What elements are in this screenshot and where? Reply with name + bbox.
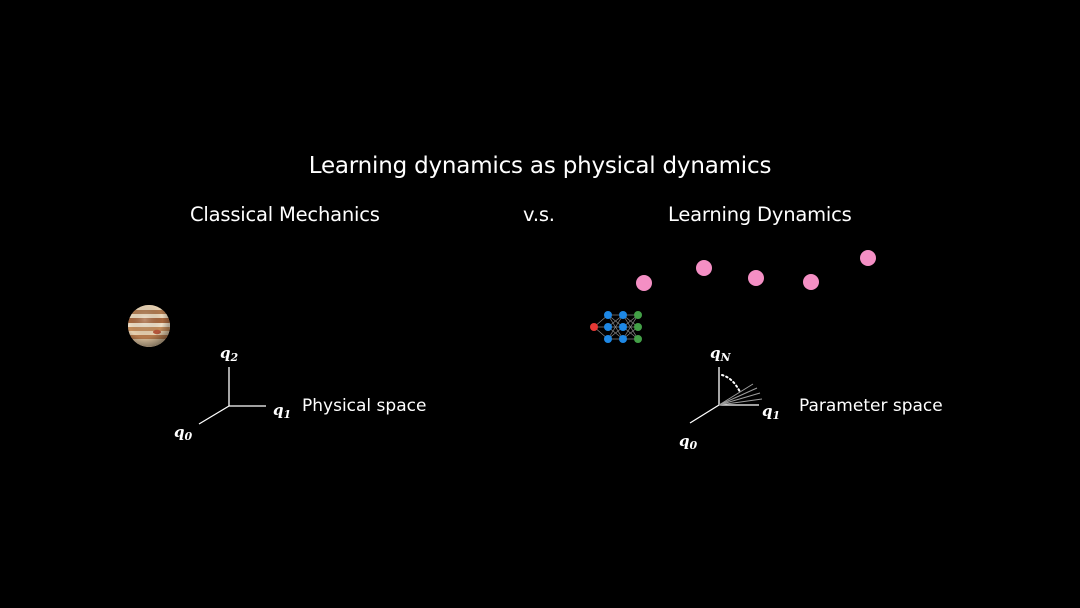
trajectory-dot (748, 270, 764, 286)
axis-label-q1-param: q1 (762, 402, 781, 422)
parameter-space-label: Parameter space (799, 396, 943, 416)
parameter-space-axes (689, 367, 763, 424)
trajectory-dot (860, 250, 876, 266)
slide-title: Learning dynamics as physical dynamics (308, 153, 772, 179)
trajectory-dot (803, 274, 819, 290)
heading-vs: v.s. (523, 203, 555, 226)
heading-learning-dynamics: Learning Dynamics (668, 203, 852, 226)
neural-network-icon (590, 311, 642, 343)
physical-space-label: Physical space (302, 396, 427, 416)
heading-classical-mechanics: Classical Mechanics (190, 203, 380, 226)
axis-label-q2: q2 (220, 344, 239, 364)
axis-label-q1: q1 (273, 401, 292, 421)
axis-label-qN: qN (710, 344, 731, 364)
trajectory-dot (636, 275, 652, 291)
axis-label-q0: q0 (174, 423, 193, 443)
jupiter-icon (128, 305, 170, 347)
axis-label-q0-param: q0 (679, 432, 698, 452)
trajectory-dot (696, 260, 712, 276)
physical-space-axes (198, 367, 266, 425)
